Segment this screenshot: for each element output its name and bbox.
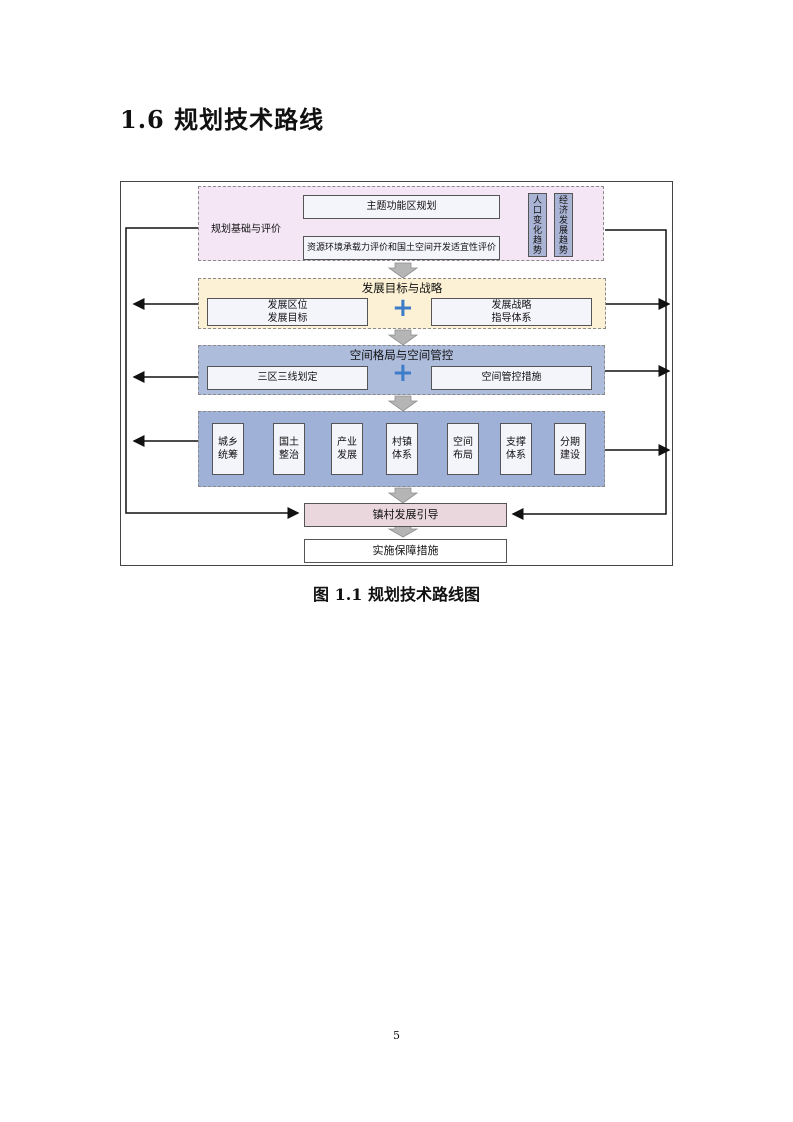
content-item-box: 空间布局 xyxy=(447,423,479,475)
three-zones-box: 三区三线划定 xyxy=(207,366,368,390)
spatial-control-box: 空间管控措施 xyxy=(431,366,592,390)
goals-strategy-band: 发展目标与战略 发展区位发展目标 + 发展战略指导体系 xyxy=(198,278,606,329)
page-number: 5 xyxy=(393,1029,400,1042)
content-item-box: 产业发展 xyxy=(331,423,363,475)
plus-icon: + xyxy=(392,358,414,388)
content-item-box: 国土整治 xyxy=(273,423,305,475)
section-heading: 1.6 规划技术路线 xyxy=(120,105,325,134)
content-item-box: 村镇体系 xyxy=(386,423,418,475)
spatial-pattern-title: 空间格局与空间管控 xyxy=(349,348,454,362)
development-location-box: 发展区位发展目标 xyxy=(207,298,368,326)
planning-basis-band: 规划基础与评价 主题功能区规划 资源环境承载力评价和国土空间开发适宜性评价 人口… xyxy=(198,186,604,261)
implementation-measures-box: 实施保障措施 xyxy=(304,539,507,563)
economic-trend-box: 经济发展趋 势 xyxy=(554,193,573,257)
village-guidance-box: 镇村发展引导 xyxy=(304,503,507,527)
planning-basis-label: 规划基础与评价 xyxy=(211,224,281,235)
population-trend-box: 人口变化趋 势 xyxy=(528,193,547,257)
main-function-zone-box: 主题功能区规划 xyxy=(303,195,500,219)
technical-route-diagram: 规划基础与评价 主题功能区规划 资源环境承载力评价和国土空间开发适宜性评价 人口… xyxy=(120,181,673,566)
goals-strategy-title: 发展目标与战略 xyxy=(361,281,443,295)
planning-content-band: 城乡统筹 国土整治 产业发展 村镇体系 空间布局 支撑体系 分期建设 xyxy=(198,411,605,487)
content-item-box: 支撑体系 xyxy=(500,423,532,475)
figure-caption: 图 1.1 规划技术路线图 xyxy=(313,585,480,604)
capacity-evaluation-box: 资源环境承载力评价和国土空间开发适宜性评价 xyxy=(303,236,500,260)
content-item-box: 城乡统筹 xyxy=(212,423,244,475)
plus-icon: + xyxy=(392,293,414,323)
spatial-pattern-band: 空间格局与空间管控 三区三线划定 + 空间管控措施 xyxy=(198,345,605,395)
stage-flow-arrows xyxy=(387,262,419,538)
development-strategy-box: 发展战略指导体系 xyxy=(431,298,592,326)
content-item-box: 分期建设 xyxy=(554,423,586,475)
